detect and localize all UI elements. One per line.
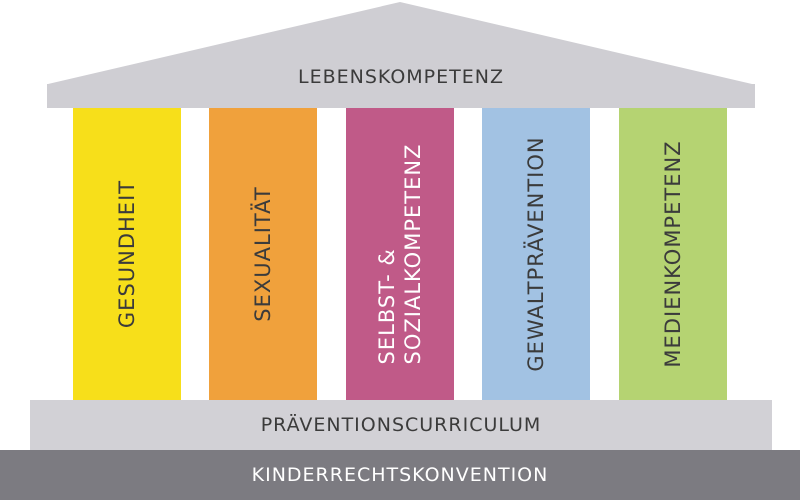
roof-label: LEBENSKOMPETENZ: [298, 66, 504, 88]
pillar-medienkompetenz: MEDIENKOMPETENZ: [619, 108, 727, 400]
base-curriculum-label: PRÄVENTIONSCURRICULUM: [260, 414, 542, 436]
pillar-label: GEWALTPRÄVENTION: [524, 136, 548, 372]
pillar-sexualitaet: SEXUALITÄT: [209, 108, 317, 400]
pillar-label: SELBST- & SOZIALKOMPETENZ: [375, 143, 425, 365]
pillar-selbst-sozialkompetenz: SELBST- & SOZIALKOMPETENZ: [346, 108, 454, 400]
pillar-label: GESUNDHEIT: [115, 179, 139, 329]
pillar-label: MEDIENKOMPETENZ: [661, 140, 685, 368]
pillar-gewaltpraevention: GEWALTPRÄVENTION: [482, 108, 590, 400]
pillar-label: SEXUALITÄT: [251, 186, 275, 322]
roof-triangle: [47, 2, 755, 108]
base-kinderrechtskonvention-label: KINDERRECHTSKONVENTION: [251, 464, 549, 486]
roof: [47, 2, 755, 108]
base-curriculum: PRÄVENTIONSCURRICULUM: [30, 400, 772, 450]
pillar-gesundheit: GESUNDHEIT: [73, 108, 181, 400]
base-kinderrechtskonvention: KINDERRECHTSKONVENTION: [0, 450, 800, 500]
